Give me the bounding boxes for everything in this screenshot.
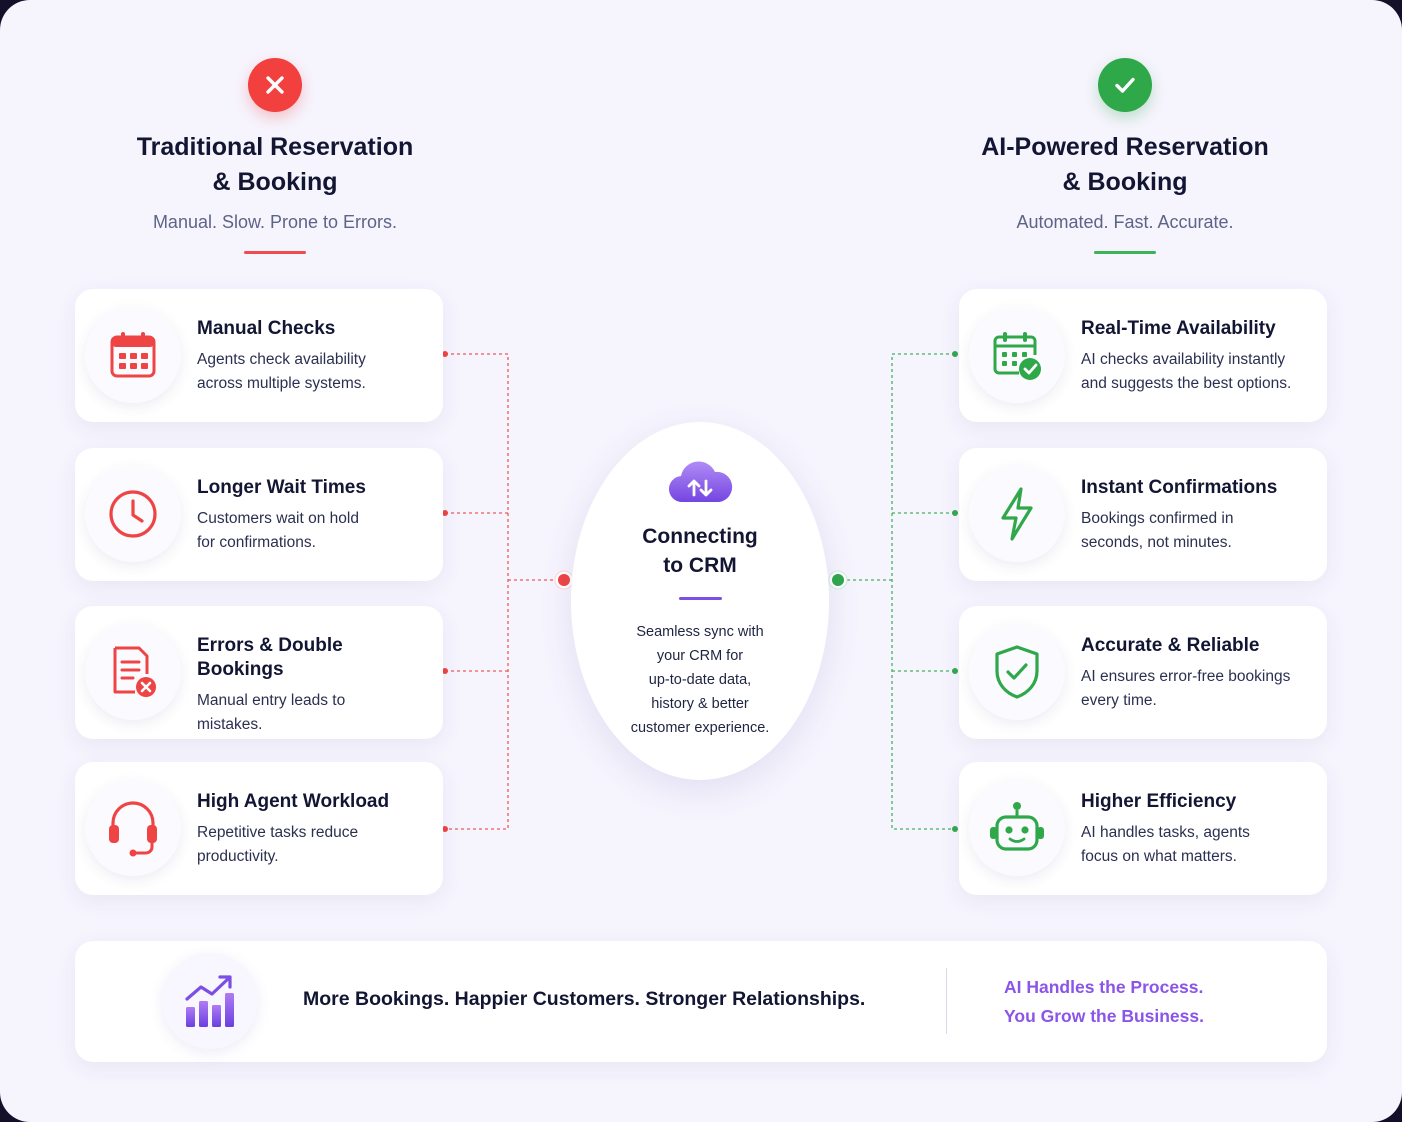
card-description: Customers wait on hold for confirmations… [197, 510, 359, 551]
card-description: AI ensures error-free bookings every tim… [1081, 668, 1291, 709]
calendar-icon [85, 307, 181, 403]
traditional-title: Traditional Reservation & Booking [136, 133, 414, 196]
ai-subtitle: Automated. Fast. Accurate. [1016, 212, 1234, 232]
calendar-check-icon [969, 307, 1065, 403]
document-error-icon [85, 624, 181, 720]
card-title: Real-Time Availability [1081, 318, 1276, 339]
card-description: Agents check availability across multipl… [197, 351, 366, 392]
ai-title: AI-Powered Reservation & Booking [981, 133, 1269, 196]
growth-chart-icon [162, 953, 258, 1049]
ai-card-real-time: Real-Time Availability AI checks availab… [959, 289, 1327, 422]
card-title: Errors & Double Bookings [197, 635, 343, 680]
lightning-icon [969, 466, 1065, 562]
summary-tagline: More Bookings. Happier Customers. Strong… [303, 988, 866, 1010]
ai-header: AI-Powered Reservation & Booking Automat… [915, 58, 1335, 254]
crm-title: Connecting to CRM [642, 525, 758, 577]
card-description: AI handles tasks, agents focus on what m… [1081, 824, 1250, 865]
card-title: High Agent Workload [197, 791, 390, 812]
banner-divider [946, 968, 947, 1034]
headset-icon [85, 780, 181, 876]
card-title: Manual Checks [197, 318, 336, 339]
shield-check-icon [969, 624, 1065, 720]
card-title: Accurate & Reliable [1081, 635, 1260, 656]
summary-cta: AI Handles the Process. You Grow the Bus… [1004, 977, 1204, 1026]
card-description: Bookings confirmed in seconds, not minut… [1081, 510, 1234, 551]
traditional-header: Traditional Reservation & Booking Manual… [65, 58, 485, 254]
card-title: Higher Efficiency [1081, 791, 1237, 812]
clock-icon [85, 466, 181, 562]
card-description: Manual entry leads to mistakes. [197, 692, 346, 733]
crm-hub: Connecting to CRM Seamless sync with you… [571, 422, 829, 780]
card-title: Longer Wait Times [197, 477, 366, 498]
traditional-card-wait-times: Longer Wait Times Customers wait on hold… [75, 448, 443, 581]
traditional-card-workload: High Agent Workload Repetitive tasks red… [75, 762, 443, 895]
crm-divider [679, 597, 722, 600]
ai-divider [1094, 251, 1156, 254]
card-description: AI checks availability instantly and sug… [1081, 351, 1292, 392]
traditional-divider [244, 251, 306, 254]
traditional-card-manual-checks: Manual Checks Agents check availability … [75, 289, 443, 422]
summary-banner: More Bookings. Happier Customers. Strong… [75, 941, 1327, 1062]
ai-card-efficiency: Higher Efficiency AI handles tasks, agen… [959, 762, 1327, 895]
ai-card-accurate: Accurate & Reliable AI ensures error-fre… [959, 606, 1327, 739]
ai-card-instant-confirmations: Instant Confirmations Bookings confirmed… [959, 448, 1327, 581]
x-circle-icon [248, 58, 302, 112]
check-circle-icon [1098, 58, 1152, 112]
traditional-subtitle: Manual. Slow. Prone to Errors. [152, 212, 398, 232]
robot-icon [969, 780, 1065, 876]
traditional-card-errors: Errors & Double Bookings Manual entry le… [75, 606, 443, 739]
crm-description: Seamless sync with your CRM for up-to-da… [630, 624, 770, 736]
card-title: Instant Confirmations [1081, 477, 1278, 498]
cloud-sync-icon [668, 461, 733, 503]
card-description: Repetitive tasks reduce productivity. [197, 824, 359, 865]
